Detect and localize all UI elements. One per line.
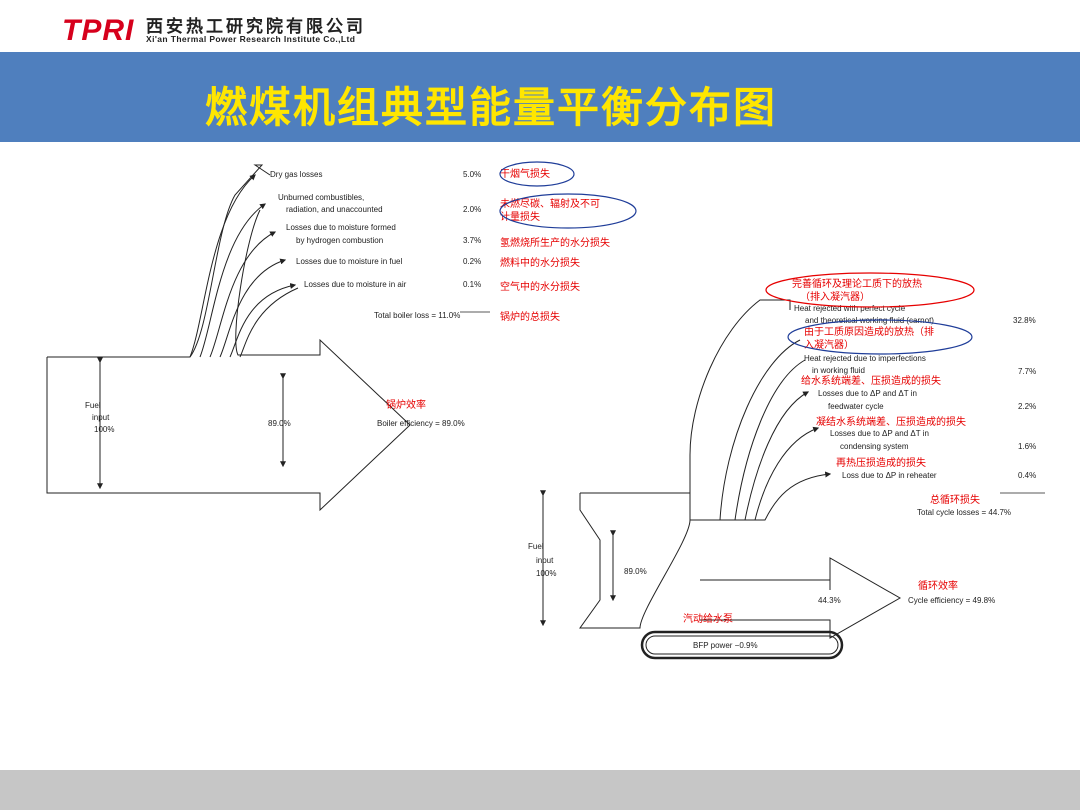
logo-mark: TPRI [62, 14, 135, 47]
boiler-fuel-label: 100% [94, 425, 114, 434]
boiler-loss-label: radiation, and unaccounted [286, 205, 383, 214]
cycle-fuel-label: 100% [536, 569, 556, 578]
cycle-output-pct: 44.3% [818, 596, 841, 605]
cycle-loss-cn: 由于工质原因造成的放热（排 [804, 325, 934, 338]
cycle-loss-label: Heat rejected with perfect cycle [794, 304, 906, 313]
boiler-loss-cn: 氢燃烧所生产的水分损失 [500, 236, 610, 249]
highlight-oval [787, 319, 973, 355]
cycle-loss-cn: 凝结水系统端差、压损造成的损失 [816, 415, 966, 428]
boiler-loss-pct: 0.2% [463, 257, 481, 266]
cycle-efficiency: Cycle efficiency = 49.8% [908, 596, 995, 605]
cycle-sankey [540, 299, 1045, 660]
cycle-efficiency-cn: 循环效率 [918, 579, 958, 592]
highlight-oval [765, 272, 975, 308]
boiler-loss-cn: 空气中的水分损失 [500, 280, 580, 293]
boiler-loss-label: Losses due to moisture in air [304, 280, 407, 289]
bfp-power-box [640, 630, 844, 660]
boiler-loss-cn: 计量损失 [500, 210, 540, 223]
boiler-loss-pct: 3.7% [463, 236, 481, 245]
boiler-efficiency: Boiler efficiency = 89.0% [377, 419, 465, 428]
boiler-main-arrow [46, 164, 411, 512]
boiler-loss-cn: 干烟气损失 [500, 167, 550, 180]
boiler-loss-pct: 2.0% [463, 205, 481, 214]
cycle-loss-label: Loss due to ΔP in reheater [842, 471, 937, 480]
boiler-center-pct: 89.0% [268, 419, 291, 428]
boiler-loss-label: Dry gas losses [270, 170, 322, 179]
company-name-cn: 西安热工研究院有限公司 [146, 17, 366, 37]
cycle-loss-label: in working fluid [812, 366, 865, 375]
cycle-loss-pct: 2.2% [1018, 402, 1036, 411]
cycle-center-pct: 89.0% [624, 567, 647, 576]
highlight-oval [499, 193, 637, 229]
boiler-loss-pct: 0.1% [463, 280, 481, 289]
boiler-loss-cn: 燃料中的水分损失 [500, 256, 580, 269]
bfp-cn: 汽动给水泵 [683, 612, 733, 625]
cycle-total-loss: Total cycle losses = 44.7% [917, 508, 1011, 517]
boiler-total-loss: Total boiler loss = 11.0% [374, 311, 460, 320]
boiler-loss-label: Losses due to moisture formed [286, 223, 396, 232]
boiler-loss-label: Losses due to moisture in fuel [296, 257, 403, 266]
boiler-sankey [46, 164, 490, 512]
boiler-total-loss-cn: 锅炉的总损失 [500, 310, 560, 323]
company-name-en: Xi'an Thermal Power Research Institute C… [146, 34, 356, 44]
cycle-loss-label: Heat rejected due to imperfections [804, 354, 926, 363]
cycle-loss-cn: 完善循环及理论工质下的放热 [792, 277, 922, 290]
boiler-fuel-label: input [92, 413, 110, 422]
title-band [0, 52, 1080, 142]
cycle-loss-pct: 7.7% [1018, 367, 1036, 376]
cycle-loss-label: Losses due to ΔP and ΔT in [830, 429, 929, 438]
cycle-loss-label: condensing system [840, 442, 909, 451]
cycle-total-loss-cn: 总循环损失 [930, 493, 980, 506]
cycle-loss-label: Losses due to ΔP and ΔT in [818, 389, 917, 398]
cycle-fuel-label: Fuel [528, 542, 544, 551]
boiler-efficiency-cn: 锅炉效率 [386, 398, 426, 411]
slide-title: 燃煤机组典型能量平衡分布图 [205, 83, 778, 132]
cycle-loss-pct: 1.6% [1018, 442, 1036, 451]
cycle-loss-cn: 给水系统端差、压损造成的损失 [801, 374, 941, 387]
boiler-loss-label: Unburned combustibles, [278, 193, 364, 202]
cycle-loss-label: feedwater cycle [828, 402, 884, 411]
cycle-loss-cn: 入凝汽器） [804, 338, 854, 351]
boiler-loss-pct: 5.0% [463, 170, 481, 179]
boiler-loss-cn: 未燃尽碳、辐射及不可 [500, 197, 600, 210]
boiler-fuel-label: Fuel [85, 401, 101, 410]
cycle-loss-cn: （排入凝汽器） [800, 290, 870, 303]
cycle-loss-pct: 32.8% [1013, 316, 1036, 325]
bfp-power-label: BFP power −0.9% [693, 641, 758, 650]
cycle-loss-cn: 再热压损造成的损失 [836, 456, 926, 469]
highlight-oval [499, 161, 575, 187]
boiler-loss-label: by hydrogen combustion [296, 236, 383, 245]
footer-band [0, 770, 1080, 810]
cycle-fuel-label: input [536, 556, 554, 565]
cycle-loss-pct: 0.4% [1018, 471, 1036, 480]
